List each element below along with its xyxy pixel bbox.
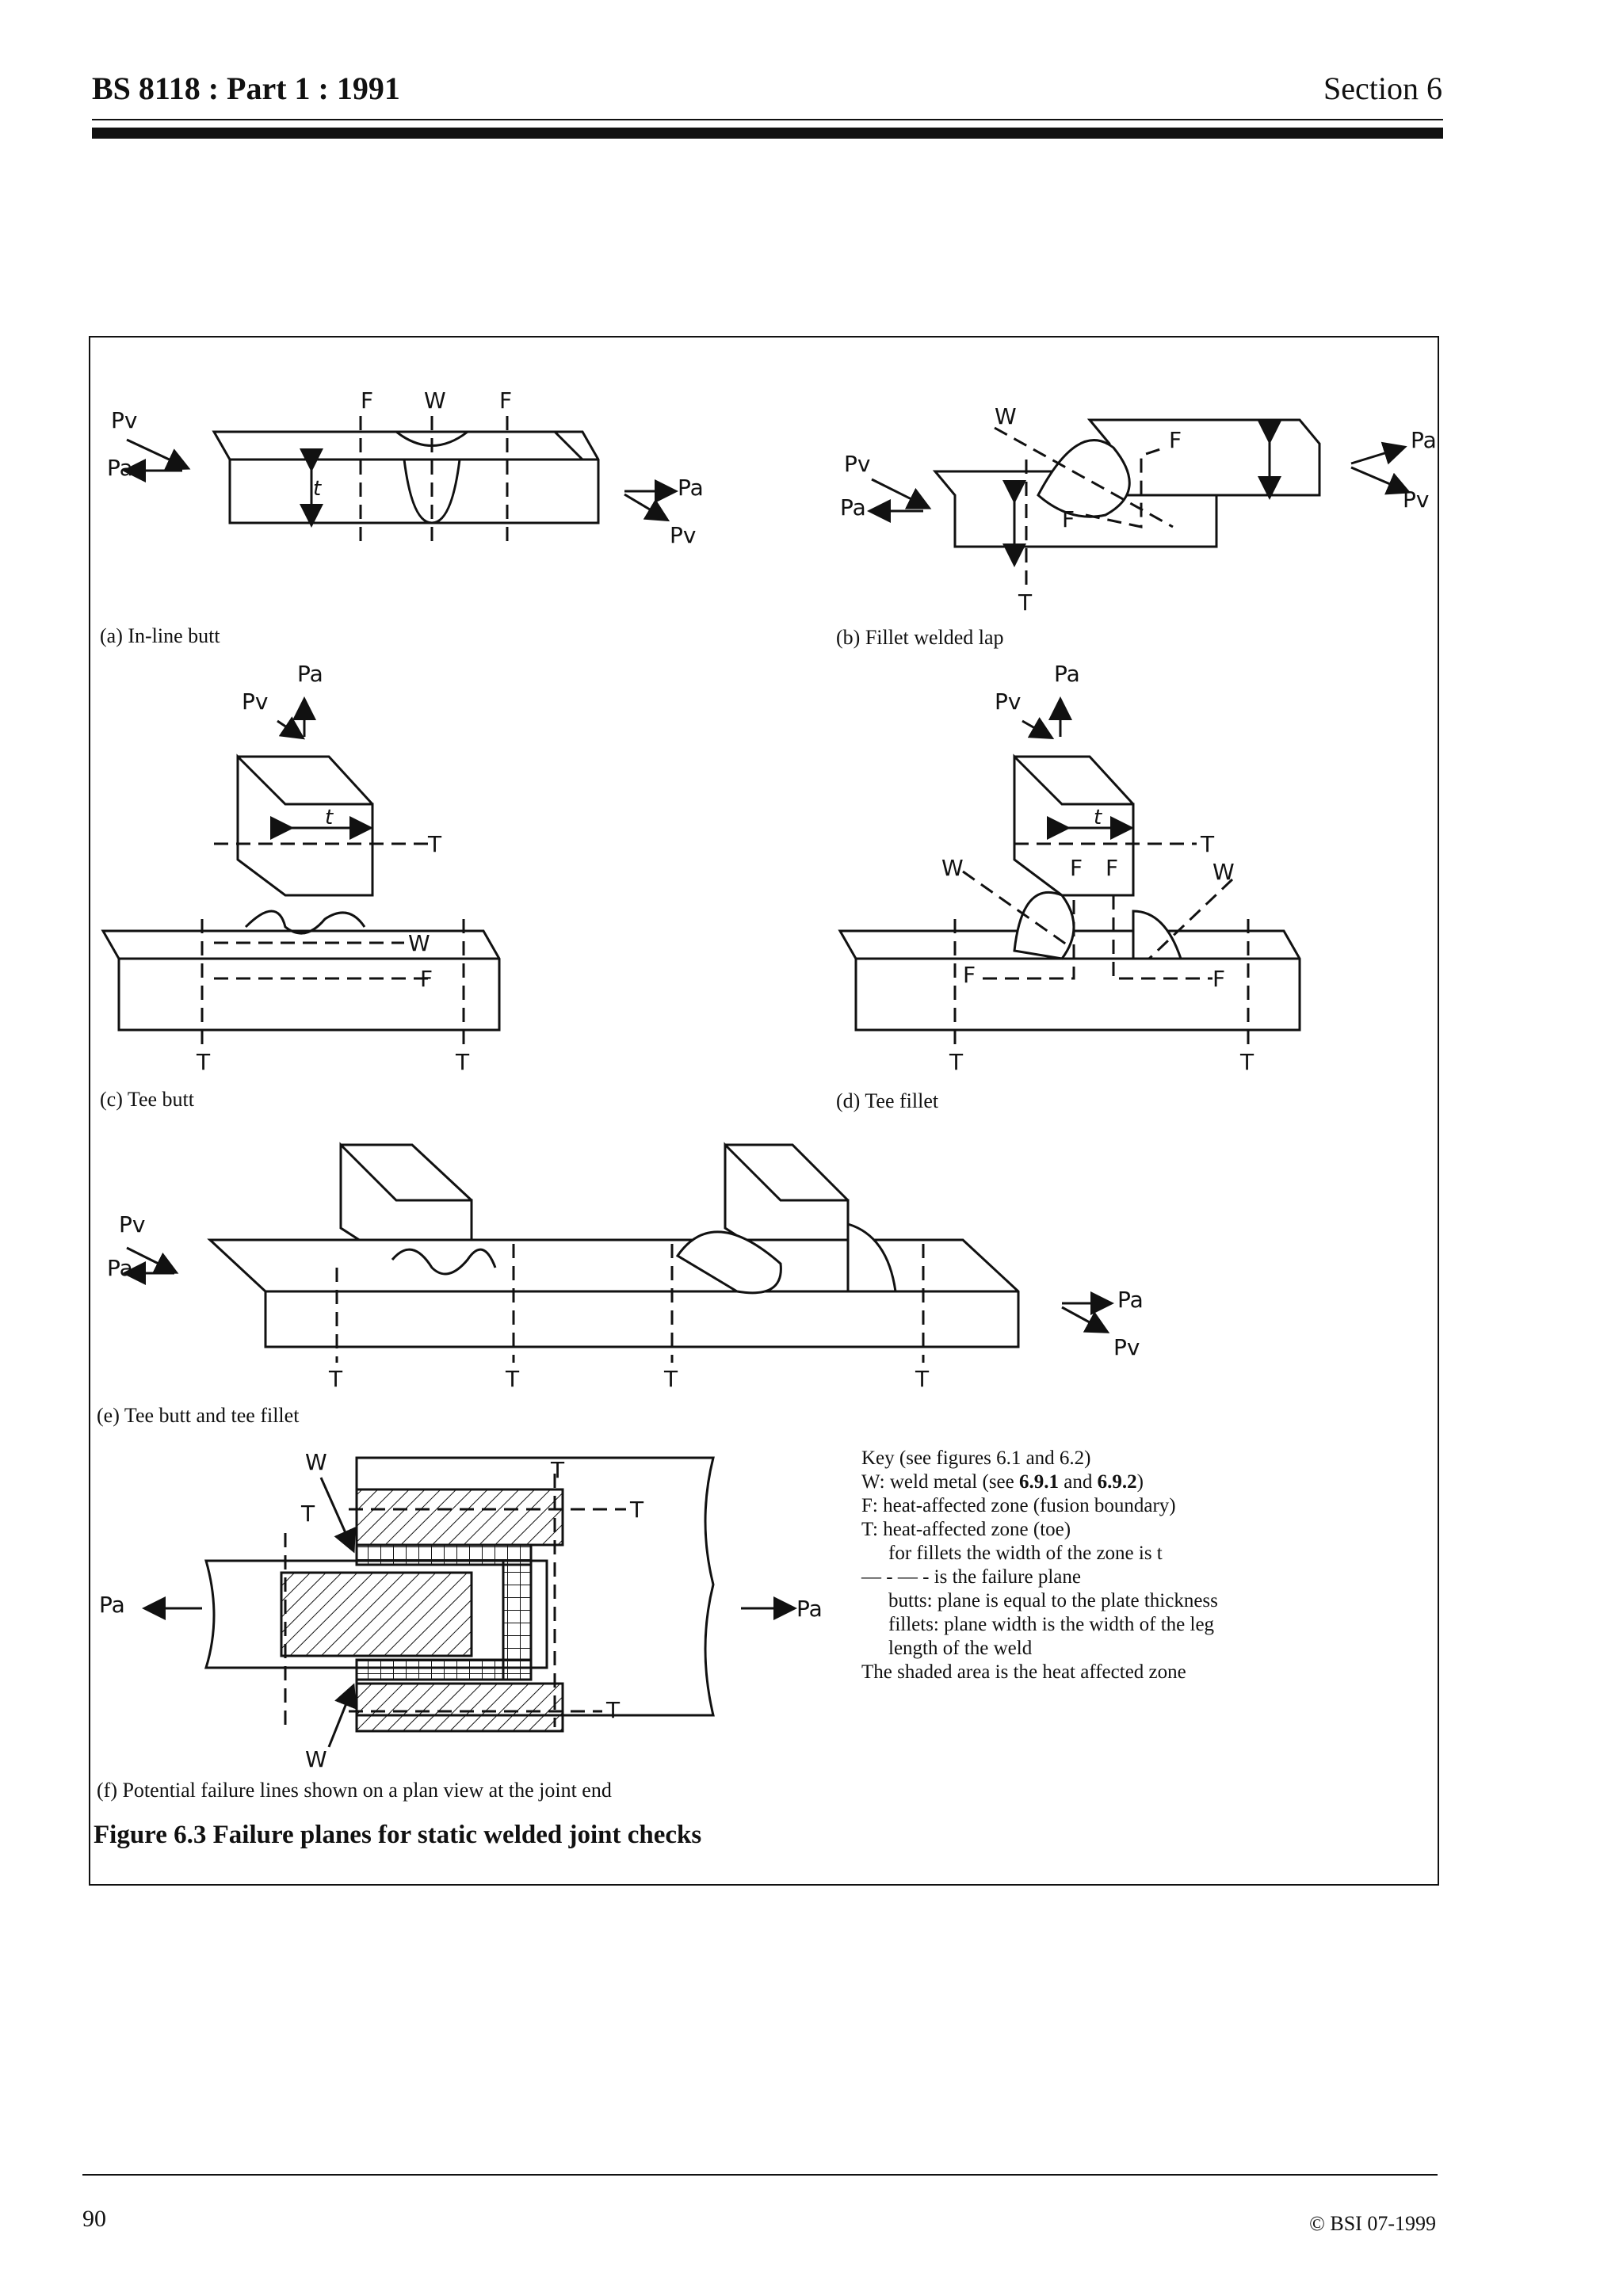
label-c-pv: Pv (242, 688, 268, 715)
caption-c: (c) Tee butt (100, 1088, 194, 1111)
label-e-T2: T (505, 1366, 520, 1392)
key-w-suffix: ) (1136, 1471, 1144, 1493)
key-plane-symbol: — - — - (861, 1566, 930, 1588)
key-w-prefix: W: weld metal (see (861, 1471, 1019, 1493)
label-b-T: T (1018, 589, 1033, 616)
key-f: F: heat-affected zone (fusion boundary) (861, 1495, 1176, 1516)
drawing-f-plan-view (142, 1456, 797, 1748)
drawing-a-inline-butt (122, 416, 678, 547)
label-a-pa: Pa (107, 455, 133, 481)
caption-d: (d) Tee fillet (836, 1089, 939, 1112)
label-d-pv: Pv (995, 688, 1021, 715)
label-a-pa2: Pa (678, 475, 704, 501)
label-a-t: t (313, 477, 322, 501)
label-b-pa2: Pa (1411, 427, 1437, 453)
key-t2: for fillets the width of the zone is t (888, 1543, 1163, 1564)
label-e-pa: Pa (107, 1255, 133, 1281)
label-d-F4: F (1212, 966, 1225, 992)
label-e-pv2: Pv (1113, 1334, 1140, 1360)
drawing-e-tee-butt-fillet (122, 1142, 1114, 1363)
header-rule-thick (92, 128, 1443, 139)
figure-key: Key (see figures 6.1 and 6.2) W: weld me… (861, 1447, 1218, 1684)
header-section: Section 6 (1323, 71, 1442, 106)
header-rule-thin (92, 119, 1443, 120)
caption-f: (f) Potential failure lines shown on a p… (97, 1779, 612, 1802)
label-f-W2: W (305, 1746, 327, 1772)
key-plane-text: is the failure plane (929, 1566, 1081, 1588)
label-f-T2: T (300, 1501, 315, 1527)
label-f-W: W (305, 1449, 327, 1475)
key-fillets1: fillets: plane width is the width of the… (888, 1614, 1215, 1635)
label-c-F: F (420, 966, 433, 992)
label-b-F: F (1169, 427, 1182, 453)
key-w: W: weld metal (see 6.9.1 and 6.9.2) (861, 1470, 1218, 1494)
label-f-T3: T (629, 1497, 644, 1523)
header-document-id: BS 8118 : Part 1 : 1991 (92, 71, 400, 106)
label-d-W: W (941, 855, 964, 881)
label-a-pv2: Pv (670, 522, 696, 548)
label-c-t: t (325, 806, 334, 830)
caption-b: (b) Fillet welded lap (836, 626, 1004, 649)
footer-rule (82, 2174, 1438, 2176)
label-d-pa: Pa (1054, 661, 1080, 687)
label-b-W: W (995, 403, 1017, 429)
key-plane: — - — - is the failure plane (861, 1566, 1218, 1589)
label-c-W: W (408, 930, 430, 956)
figure-title: Figure 6.3 Failure planes for static wel… (94, 1821, 702, 1849)
caption-e: (e) Tee butt and tee fillet (97, 1404, 300, 1427)
page-number: 90 (82, 2206, 106, 2232)
label-d-T3: T (1239, 1049, 1254, 1075)
key-title: Key (see figures 6.1 and 6.2) (861, 1447, 1091, 1469)
label-d-T2: T (949, 1049, 964, 1075)
drawing-d-tee-fillet (838, 696, 1301, 1046)
label-e-pv: Pv (119, 1211, 145, 1238)
key-t: T: heat-affected zone (toe) (861, 1519, 1071, 1540)
label-d-F2: F (1106, 855, 1118, 881)
label-d-W2: W (1212, 859, 1235, 885)
label-e-T4: T (915, 1366, 930, 1392)
label-c-T3: T (455, 1049, 470, 1075)
label-b-pv: Pv (844, 451, 870, 477)
label-a-F: F (361, 387, 373, 414)
label-f-T: T (550, 1457, 565, 1483)
label-f-pa: Pa (99, 1592, 125, 1618)
label-b-pv2: Pv (1403, 486, 1429, 513)
key-butts: butts: plane is equal to the plate thick… (888, 1590, 1218, 1611)
key-fillets2: length of the weld (888, 1638, 1033, 1659)
label-b-pa: Pa (840, 494, 866, 521)
label-c-T2: T (196, 1049, 211, 1075)
label-f-pa2: Pa (796, 1596, 823, 1622)
label-d-t: t (1094, 806, 1102, 830)
label-e-T3: T (663, 1366, 678, 1392)
label-e-T1: T (328, 1366, 343, 1392)
label-d-F: F (1070, 855, 1083, 881)
label-b-F2: F (1062, 506, 1075, 532)
drawing-b-fillet-lap (867, 418, 1411, 590)
figure-frame (89, 336, 1439, 1886)
key-w-and: and (1059, 1471, 1098, 1493)
key-shaded: The shaded area is the heat affected zon… (861, 1661, 1186, 1683)
label-c-pa: Pa (297, 661, 323, 687)
label-a-W: W (424, 387, 446, 414)
copyright: © BSI 07-1999 (1309, 2212, 1436, 2235)
label-e-pa2: Pa (1117, 1287, 1144, 1313)
key-w-ref2: 6.9.2 (1097, 1471, 1137, 1493)
label-d-F3: F (963, 962, 976, 988)
label-a-F2: F (499, 387, 512, 414)
key-w-ref1: 6.9.1 (1019, 1471, 1059, 1493)
label-d-T: T (1200, 831, 1215, 857)
label-c-T: T (427, 831, 442, 857)
label-f-T4: T (605, 1697, 621, 1723)
drawing-c-tee-butt (101, 696, 501, 1046)
caption-a: (a) In-line butt (100, 624, 220, 647)
label-a-pv: Pv (111, 407, 137, 433)
